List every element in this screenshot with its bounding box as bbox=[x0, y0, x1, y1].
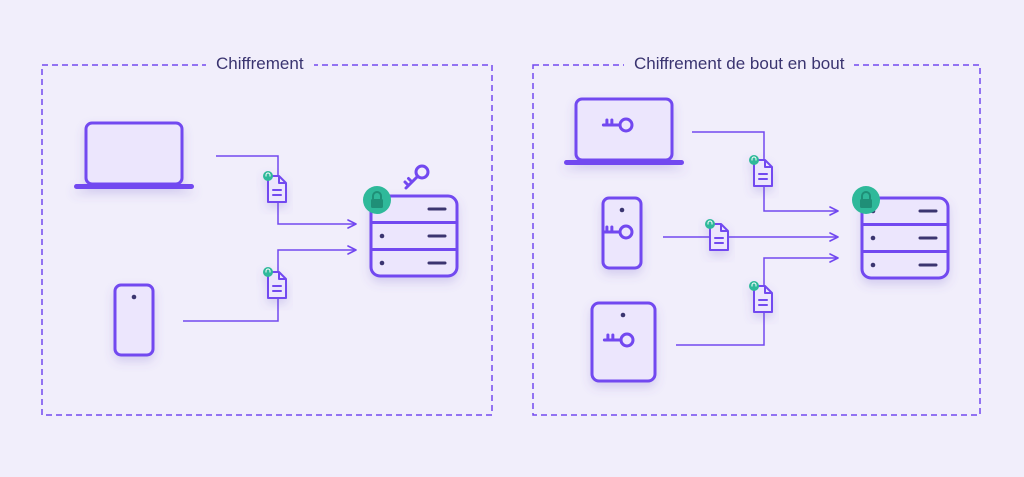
panel-title-end-to-end-encryption: Chiffrement de bout en bout bbox=[624, 51, 855, 77]
document-icon bbox=[262, 170, 287, 203]
key-icon bbox=[403, 164, 430, 190]
tablet-icon bbox=[590, 301, 657, 383]
lock-icon bbox=[362, 185, 392, 215]
lock-icon bbox=[851, 185, 881, 215]
document-icon bbox=[748, 280, 773, 313]
phone-icon bbox=[113, 283, 155, 357]
document-icon bbox=[704, 218, 729, 251]
document-icon bbox=[748, 154, 773, 187]
laptop-icon bbox=[74, 121, 194, 189]
panel-title-encryption: Chiffrement bbox=[206, 51, 314, 77]
document-icon bbox=[262, 266, 287, 299]
